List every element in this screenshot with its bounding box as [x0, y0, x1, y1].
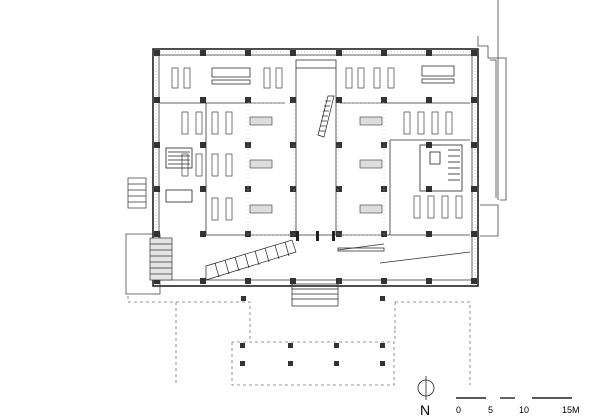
atrium-void [247, 102, 385, 236]
interior-partitions [160, 59, 470, 236]
exterior-walls [152, 48, 479, 287]
site-outline-right [477, 0, 507, 237]
scale-bar-labels: 0 5 10 15M [456, 405, 580, 415]
north-arrow: N [417, 376, 435, 418]
scale-tick-0: 0 [456, 405, 461, 415]
study-carrels [249, 116, 383, 214]
main-stair-north [317, 95, 335, 138]
ramp-southeast [337, 243, 471, 264]
grand-stair-south [205, 239, 297, 281]
southwest-service-block [125, 233, 173, 295]
entry-stair-south [291, 283, 339, 307]
structural-columns [154, 50, 477, 366]
stair-core-east [419, 144, 463, 192]
scale-tick-10: 10 [519, 405, 529, 415]
entrance-markers [296, 231, 335, 241]
north-arrow-label: N [420, 402, 430, 418]
bookshelves-west [171, 67, 283, 221]
exterior-stair-west [127, 177, 147, 209]
stair-core-west [165, 147, 193, 203]
scale-tick-5: 5 [488, 405, 493, 415]
bookshelves-east [345, 67, 463, 219]
wall-hatching [155, 51, 476, 278]
site-boundary-dashed [127, 296, 471, 386]
meeting-tables [211, 65, 455, 85]
scale-tick-15m: 15M [562, 405, 580, 415]
